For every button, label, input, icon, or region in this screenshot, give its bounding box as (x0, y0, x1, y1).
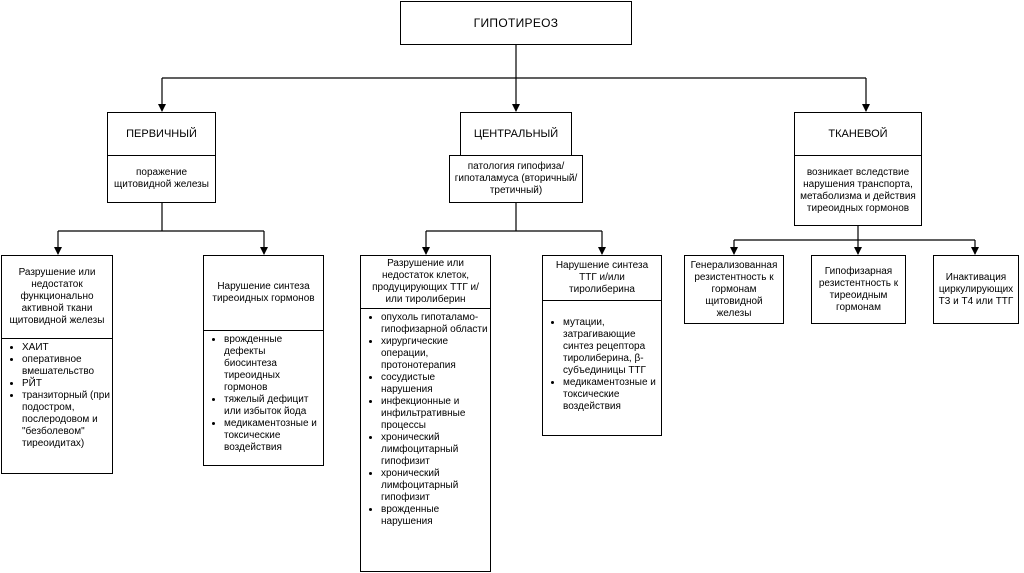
connector-primary-bus (58, 203, 264, 232)
connector-tissue-bus (734, 226, 975, 241)
list-item: тяжелый дефицит или избыток йода (224, 394, 321, 418)
central-cause2-list: мутации, затрагивающие синтез рецептора … (542, 300, 662, 436)
central-desc-node: патология гипофиза/ гипоталамуса (вторич… (449, 155, 583, 203)
list-item: врожденные дефекты биосинтеза тиреоидных… (224, 334, 321, 394)
root-node: ГИПОТИРЕОЗ (400, 1, 632, 45)
tissue-sub1-node: Генерализованная резистентность к гормон… (684, 255, 784, 324)
central-cause1-title: Разрушение или недостаток клеток, продуц… (360, 255, 491, 309)
tissue-sub3-node: Инактивация циркулирующих Т3 и Т4 или ТТ… (933, 255, 1019, 324)
list-item: хронический лимфоцитарный гипофизит (381, 468, 488, 504)
central-cause1-list: опухоль гипоталамо-гипофизарной области … (360, 308, 491, 572)
list-item: врожденные нарушения (381, 504, 488, 528)
tissue-sub2-node: Гипофизарная резистентность к тиреоидным… (811, 255, 906, 324)
list-item: сосудистые нарушения (381, 372, 488, 396)
list-item: медикаментозные и токсические воздействи… (224, 418, 321, 454)
list-item: хронический лимфоцитарный гипофизит (381, 432, 488, 468)
list-item: оперативное вмешательство (22, 354, 110, 378)
list-item: инфекционные и инфильтративные процессы (381, 396, 488, 432)
tissue-desc-node: возникает вследствие нарушения транспорт… (794, 155, 922, 226)
primary-cause2-list: врожденные дефекты биосинтеза тиреоидных… (203, 330, 324, 466)
connector-root-bus (162, 45, 866, 79)
primary-cause1-title: Разрушение или недостаток функционально … (1, 255, 113, 339)
primary-cause2-title: Нарушение синтеза тиреоидных гормонов (203, 255, 324, 331)
list-item: транзиторный (при подостром, послеродово… (22, 390, 110, 450)
primary-cause1-list: ХАИТ оперативное вмешательство РЙТ транз… (1, 338, 113, 474)
list-item: РЙТ (22, 378, 110, 390)
list-item: мутации, затрагивающие синтез рецептора … (563, 317, 659, 377)
list-item: ХАИТ (22, 342, 110, 354)
tissue-title-node: ТКАНЕВОЙ (794, 112, 922, 156)
list-item: опухоль гипоталамо-гипофизарной области (381, 312, 488, 336)
connector-central-bus (426, 203, 602, 232)
central-cause2-title: Нарушение синтеза ТТГ и/или тиролиберина (542, 255, 662, 301)
primary-desc-node: поражение щитовидной железы (107, 155, 216, 203)
list-item: хирургические операции, протонотерапия (381, 336, 488, 372)
central-title-node: ЦЕНТРАЛЬНЫЙ (460, 112, 572, 156)
list-item: медикаментозные и токсические воздействи… (563, 377, 659, 413)
primary-title-node: ПЕРВИЧНЫЙ (107, 112, 216, 156)
